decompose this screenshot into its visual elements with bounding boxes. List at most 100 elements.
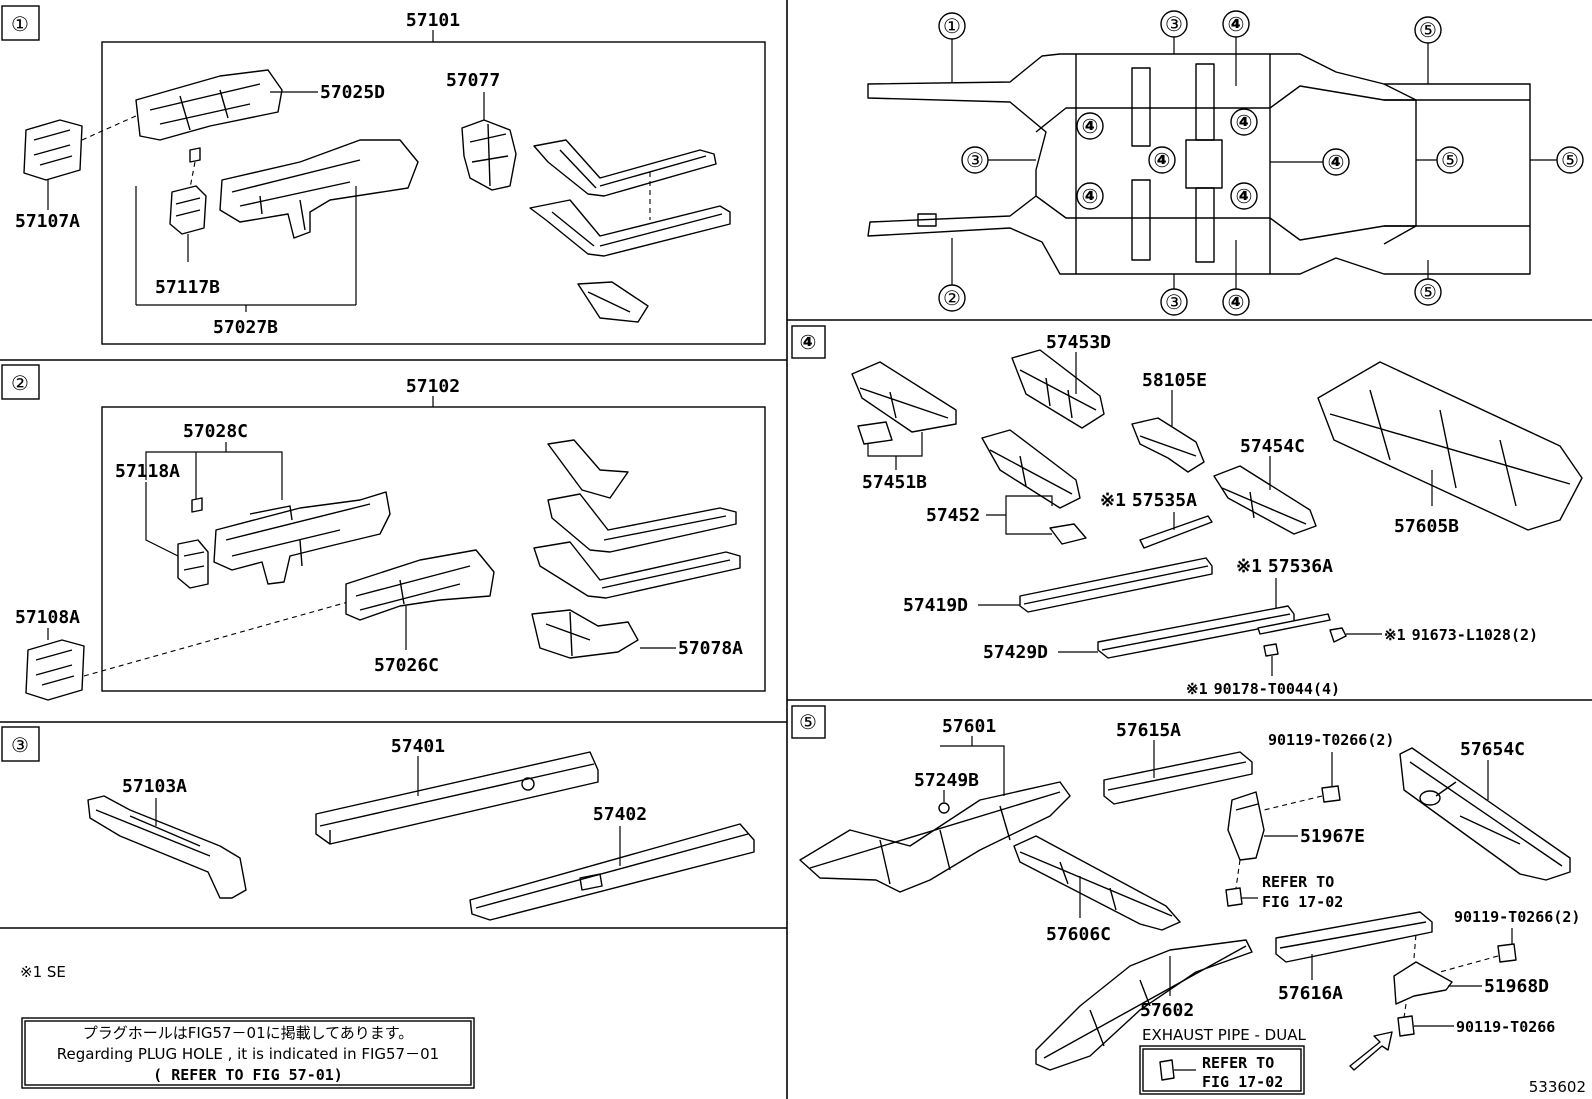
label-57249B: 57249B	[914, 770, 979, 791]
svg-text:④: ④	[1154, 148, 1171, 172]
label-57107A: 57107A	[15, 211, 80, 232]
overview-marker-1: ①	[938, 12, 966, 82]
label-57654C: 57654C	[1460, 739, 1525, 760]
notes-area: ※1 SE プラグホールはFIG57－01に掲載してあります。 Regardin…	[20, 963, 475, 1089]
overview-frame: ① ② ③ ③ ③ ④ ④	[867, 10, 1584, 316]
section-4-marker-box	[791, 325, 826, 359]
note-line-jp: プラグホールはFIG57－01に掲載してあります。	[83, 1024, 413, 1042]
part-57026C	[345, 549, 495, 621]
overview-marker-2: ②	[938, 238, 966, 312]
bolt-refer-1	[1225, 887, 1243, 907]
overview-marker-3c: ③	[1160, 274, 1188, 316]
svg-text:③: ③	[1165, 290, 1183, 314]
part-57453D	[1011, 349, 1105, 429]
svg-text:④: ④	[1328, 150, 1345, 174]
label-57419D: 57419D	[903, 595, 968, 616]
overview-marker-3b: ③	[961, 146, 1036, 174]
part-57602	[1035, 939, 1253, 1071]
section-2-marker-box	[1, 364, 40, 400]
exhaust-label: EXHAUST PIPE - DUAL	[1142, 1026, 1306, 1044]
svg-text:⑤: ⑤	[1561, 148, 1579, 172]
part-57454C	[1213, 465, 1317, 535]
label-57103A: 57103A	[122, 776, 187, 797]
part-57025D	[135, 69, 283, 141]
label-57117B: 57117B	[155, 277, 220, 298]
section-5: ⑤ 57601 57249B 57615A 90119-T0266(2) 519…	[791, 705, 1580, 1095]
label-57601: 57601	[942, 716, 996, 737]
svg-text:⑤: ⑤	[1419, 18, 1437, 42]
svg-text:⑤: ⑤	[1419, 280, 1437, 304]
part-57103A	[87, 795, 247, 899]
svg-text:②: ②	[943, 286, 961, 310]
label-57026C: 57026C	[374, 655, 439, 676]
part-57402	[469, 823, 755, 921]
label-90119c: 90119-T0266	[1456, 1018, 1555, 1036]
label-90119a: 90119-T0266(2)	[1268, 731, 1394, 749]
label-57616A: 57616A	[1278, 983, 1343, 1004]
label-57118A: 57118A	[115, 461, 180, 482]
refer-box	[1139, 1045, 1305, 1095]
section-5-marker-box	[791, 705, 826, 739]
label-58105E: 58105E	[1142, 370, 1207, 391]
note-line-ref: ( REFER TO FIG 57-01)	[153, 1066, 343, 1084]
overview-marker-3a: ③	[1160, 10, 1188, 54]
label-57451B: 57451B	[862, 472, 927, 493]
part-57452	[981, 429, 1081, 509]
part-57451B	[851, 361, 957, 433]
part-57401	[315, 751, 599, 845]
label-57454C: 57454C	[1240, 436, 1305, 457]
svg-text:④: ④	[1082, 184, 1099, 208]
label-57452: 57452	[926, 505, 980, 526]
part-51967E	[1227, 791, 1265, 861]
bolt-90119b	[1497, 943, 1517, 963]
bolt-90119a	[1321, 785, 1341, 803]
bolt-91673	[1329, 627, 1347, 643]
svg-text:④: ④	[1082, 114, 1099, 138]
part-57117B	[169, 185, 207, 235]
part-51968D	[1393, 961, 1453, 1005]
section-3: ③ 57103A 57401 57402	[1, 726, 755, 921]
section-2-marker: ②	[11, 371, 29, 395]
arrow-icon	[1349, 1031, 1393, 1071]
label-90119b: 90119-T0266(2)	[1454, 908, 1580, 926]
label-57025D: 57025D	[320, 82, 385, 103]
refer-fig-1: FIG 17-02	[1262, 893, 1343, 911]
section-1: ① 57101 57107A 57025D 57117B 57027B	[1, 5, 766, 345]
part-57535A	[1139, 515, 1213, 549]
section-1-marker: ①	[11, 12, 29, 36]
note-line-en: Regarding PLUG HOLE , it is indicated in…	[57, 1045, 439, 1063]
section-4-marker: ④	[800, 330, 817, 354]
label-57402: 57402	[593, 804, 647, 825]
section-3-marker-box	[1, 726, 40, 762]
footnote-se: ※1 SE	[20, 963, 66, 981]
overview-marker-5-set: ⑤ ⑤ ⑤ ⑤	[1414, 16, 1584, 306]
label-51968D: 51968D	[1484, 976, 1549, 997]
overview-marker-4-set: ④ ④ ④ ④ ④ ④ ④ ④	[1076, 10, 1350, 316]
svg-text:④: ④	[1236, 184, 1253, 208]
label-57606C: 57606C	[1046, 924, 1111, 945]
label-57429D: 57429D	[983, 642, 1048, 663]
label-57108A: 57108A	[15, 607, 80, 628]
refer-box-line-1: REFER TO	[1202, 1054, 1274, 1072]
section-5-marker: ⑤	[799, 710, 817, 734]
svg-text:④: ④	[1228, 12, 1245, 36]
svg-text:③: ③	[966, 148, 984, 172]
label-57605B: 57605B	[1394, 516, 1459, 537]
refer-to-1: REFER TO	[1262, 873, 1334, 891]
part-57118A	[177, 539, 209, 589]
label-57078A: 57078A	[678, 638, 743, 659]
label-57615A: 57615A	[1116, 720, 1181, 741]
label-57102: 57102	[406, 376, 460, 397]
plug-hole-note-box	[21, 1017, 475, 1089]
label-51967E: 51967E	[1300, 826, 1365, 847]
part-57028C	[213, 491, 391, 585]
svg-text:④: ④	[1236, 110, 1253, 134]
label-57101: 57101	[406, 10, 460, 31]
refer-box-line-2: FIG 17-02	[1202, 1073, 1283, 1091]
svg-text:①: ①	[943, 14, 961, 38]
